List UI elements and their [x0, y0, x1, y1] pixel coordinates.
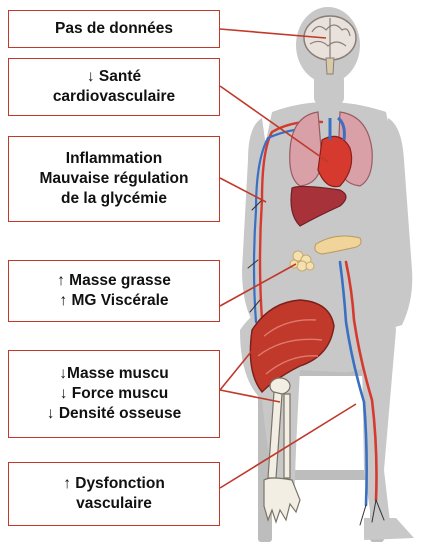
label-vascular-dysfunction: ↑ Dysfonction vasculaire	[8, 462, 220, 526]
label-no-data: Pas de données	[8, 10, 220, 48]
label-inflammation: Inflammation Mauvaise régulation de la g…	[8, 136, 220, 222]
heart-lungs-icon	[290, 112, 373, 187]
label-fat-mass: ↑ Masse grasse ↑ MG Viscérale	[8, 260, 220, 322]
label-cardio-health: ↓ Santé cardiovasculaire	[8, 58, 220, 116]
label-muscle-bone: ↓Masse muscu ↓ Force muscu ↓ Densité oss…	[8, 350, 220, 438]
